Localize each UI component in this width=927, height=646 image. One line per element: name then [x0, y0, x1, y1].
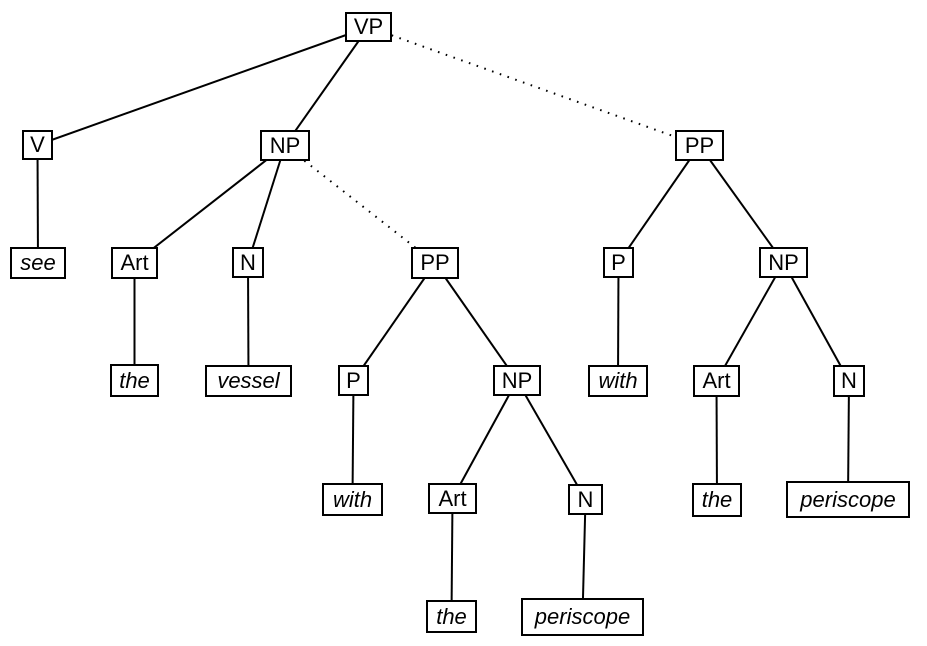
edge-art2-the2 [450, 498, 454, 617]
edge-p1-with1 [351, 380, 355, 500]
edge-pp_vp-p2 [617, 144, 701, 264]
edge-np_object-pp_np [284, 144, 436, 264]
leaf-vessel: vessel [205, 365, 292, 397]
node-n-1: N [232, 247, 264, 278]
leaf-periscope-2: periscope [786, 481, 910, 518]
edge-vp-pp_vp [368, 26, 700, 147]
node-np-object: NP [260, 130, 310, 161]
edge-n1-vessel [247, 262, 250, 382]
node-n-2: N [568, 484, 603, 515]
node-pp-np-attach: PP [411, 247, 459, 279]
node-v: V [22, 130, 53, 160]
edge-vp-v [37, 26, 369, 146]
edge-np2-n2 [516, 380, 587, 500]
leaf-with-1: with [322, 483, 383, 516]
node-n-3: N [833, 365, 865, 397]
node-np-3: NP [759, 247, 808, 278]
leaf-the-3: the [692, 483, 742, 517]
edge-pp_np-p1 [352, 262, 436, 382]
edge-n2-periscope1 [581, 499, 587, 618]
node-p-1: P [338, 365, 369, 396]
edge-n3-periscope2 [847, 380, 850, 500]
node-vp: VP [345, 12, 392, 42]
node-art-2: Art [428, 483, 477, 514]
edge-np_object-art1 [133, 144, 286, 264]
edge-vp-np_object [284, 26, 370, 147]
leaf-the-1: the [110, 364, 159, 397]
node-art-3: Art [693, 365, 740, 397]
leaf-periscope-1: periscope [521, 598, 644, 636]
node-p-2: P [603, 247, 634, 278]
edge-pp_np-np2 [434, 262, 518, 382]
edge-np3-n3 [782, 262, 850, 382]
leaf-with-2: with [588, 365, 648, 397]
edge-np2-art2 [451, 380, 518, 499]
node-np-2: NP [493, 365, 541, 396]
edge-np3-art3 [715, 262, 785, 382]
edge-v-see [36, 144, 39, 264]
edge-art3-the3 [715, 380, 718, 501]
node-pp-vp-attach: PP [675, 130, 724, 161]
leaf-see: see [10, 247, 66, 279]
edge-np_object-n1 [247, 145, 286, 263]
edge-pp_vp-np3 [698, 144, 785, 264]
leaf-the-2: the [426, 600, 477, 633]
node-art-1: Art [111, 247, 158, 279]
edge-p2-with2 [617, 262, 620, 382]
